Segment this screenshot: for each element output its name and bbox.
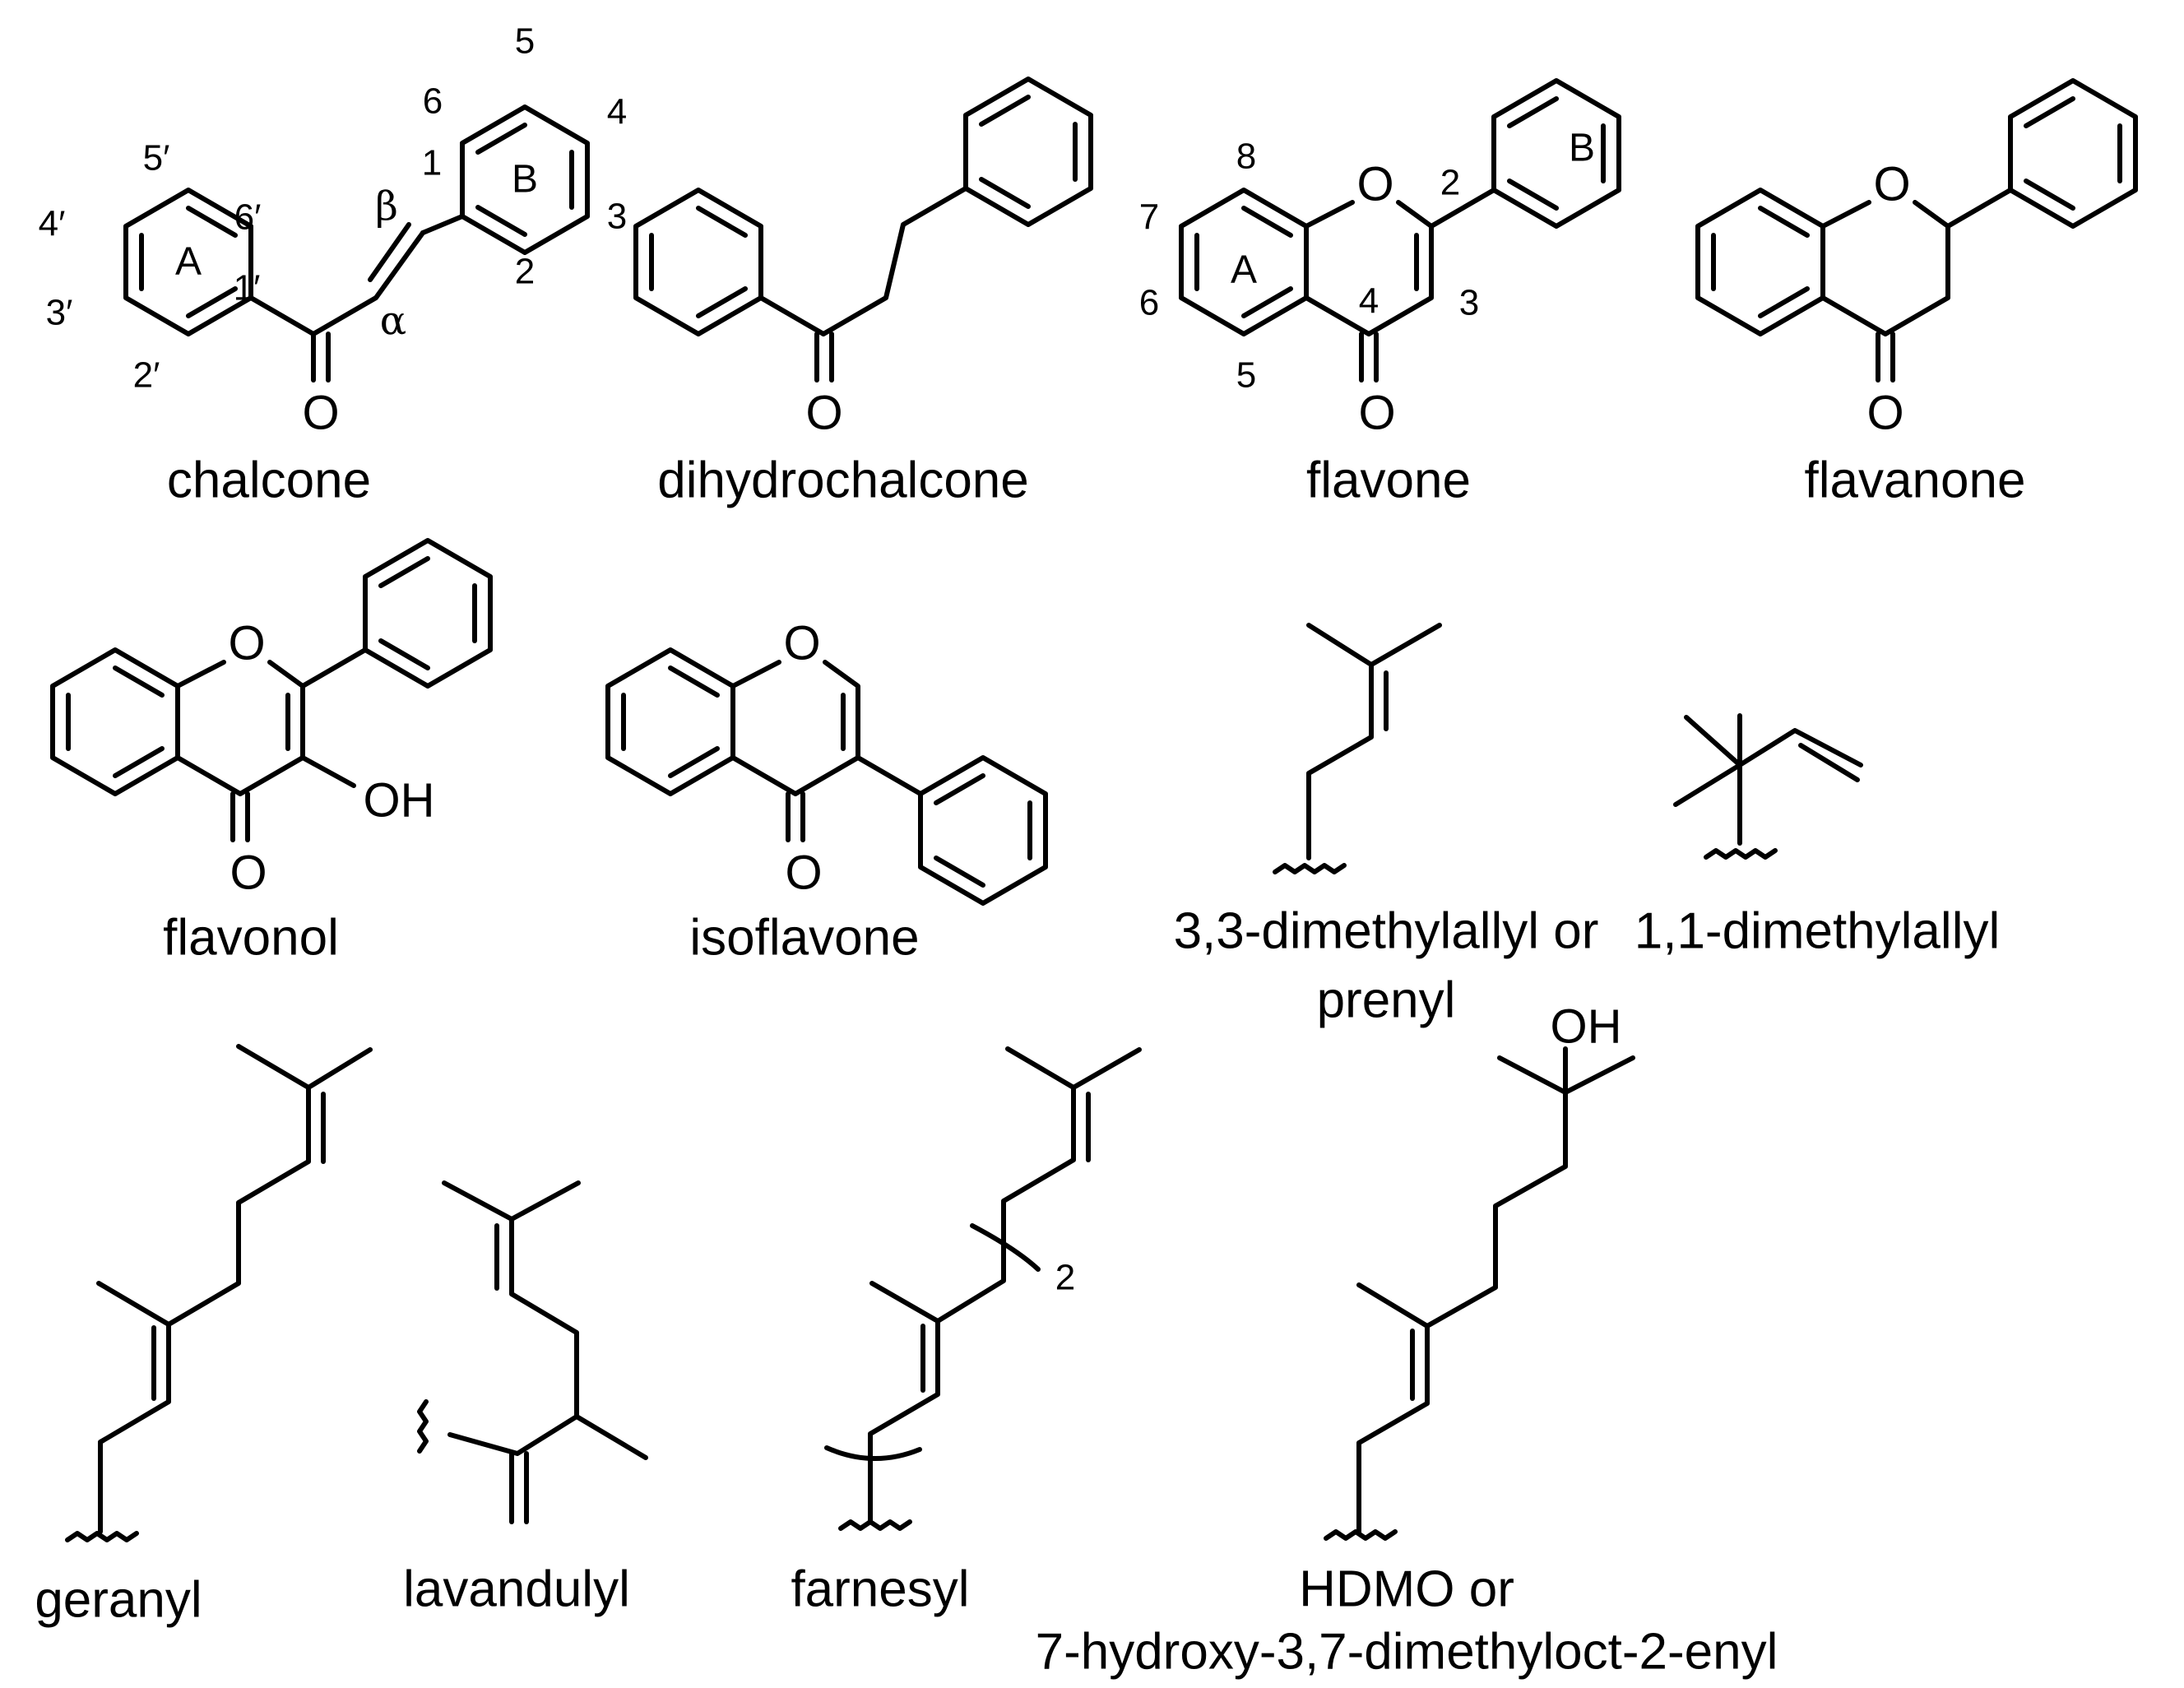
chalcone-carbonyl-oxygen: O — [302, 387, 339, 440]
dihydrochalcone-carbonyl-oxygen: O — [805, 387, 842, 440]
hdmo-structure — [1324, 1046, 1635, 1541]
chalcone-position-4p: 4′ — [39, 204, 66, 244]
chalcone-position-4: 4 — [607, 92, 627, 132]
lavandulyl-structure — [417, 1180, 648, 1524]
chalcone-ring-a-label: A — [175, 240, 202, 284]
flavonol-hydroxyl: OH — [364, 774, 435, 828]
flavone-ring-b-label: B — [1569, 127, 1595, 170]
hdmo-name-line1: HDMO or — [1299, 1561, 1514, 1618]
flavone-ring-oxygen: O — [1356, 158, 1393, 211]
flavonol-structure — [50, 538, 493, 842]
isoflavone-ring-oxygen: O — [783, 617, 820, 670]
chalcone-name: chalcone — [167, 452, 371, 509]
chalcone-position-3p: 3′ — [46, 293, 73, 333]
flavanone-name: flavanone — [1805, 452, 2026, 509]
chalcone-beta-label: β — [375, 183, 398, 230]
geranyl-structure — [65, 1044, 373, 1542]
chalcone-structure — [123, 104, 590, 383]
farnesyl-structure — [824, 1046, 1142, 1531]
flavone-position-2: 2 — [1440, 163, 1460, 203]
flavanone-structure — [1695, 78, 2138, 383]
flavone-structure — [1179, 78, 1621, 383]
prenyl-name-line1: 3,3-dimethylallyl or — [1174, 903, 1599, 960]
flavone-position-6: 6 — [1139, 283, 1159, 323]
chalcone-position-1p: 1′ — [234, 268, 261, 308]
dimethylallyl-11-name: 1,1-dimethylallyl — [1635, 903, 2001, 960]
isoflavone-structure — [605, 647, 1048, 906]
flavone-position-8: 8 — [1236, 137, 1256, 177]
flavonol-name: flavonol — [163, 910, 339, 967]
flavone-position-5: 5 — [1236, 355, 1256, 396]
flavonol-ring-oxygen: O — [228, 617, 265, 670]
flavone-position-7: 7 — [1139, 197, 1159, 238]
farnesyl-name: farnesyl — [791, 1561, 969, 1618]
chalcone-position-5p: 5′ — [143, 138, 170, 179]
hdmo-hydroxyl: OH — [1551, 1000, 1622, 1054]
isoflavone-carbonyl-oxygen: O — [785, 846, 822, 900]
prenyl-structure — [1273, 623, 1442, 874]
flavanone-carbonyl-oxygen: O — [1866, 387, 1903, 440]
flavone-position-3: 3 — [1459, 283, 1479, 323]
flavone-carbonyl-oxygen: O — [1358, 387, 1395, 440]
geranyl-name: geranyl — [35, 1572, 202, 1629]
chalcone-position-2: 2 — [515, 252, 535, 292]
chalcone-position-1: 1 — [422, 143, 442, 183]
prenyl-name-line2: prenyl — [1317, 972, 1456, 1029]
chalcone-position-5: 5 — [515, 21, 535, 62]
flavanone-ring-oxygen: O — [1873, 158, 1910, 211]
chalcone-alpha-label: α — [380, 298, 406, 344]
chalcone-ring-b-label: B — [512, 158, 538, 202]
farnesyl-repeat-subscript: 2 — [1055, 1258, 1075, 1298]
lavandulyl-name: lavandulyl — [403, 1561, 630, 1618]
hdmo-name-line2: 7-hydroxy-3,7-dimethyloct-2-enyl — [1036, 1624, 1778, 1681]
flavone-name: flavone — [1306, 452, 1471, 509]
chalcone-position-6: 6 — [423, 81, 443, 122]
flavone-position-4: 4 — [1359, 281, 1379, 322]
dihydrochalcone-name: dihydrochalcone — [657, 452, 1029, 509]
chalcone-position-3: 3 — [607, 197, 627, 237]
chalcone-position-6p: 6′ — [234, 197, 262, 238]
flavone-ring-a-label: A — [1231, 248, 1257, 292]
dihydrochalcone-structure — [633, 77, 1093, 383]
flavonol-carbonyl-oxygen: O — [230, 846, 267, 900]
dimethylallyl-11-structure — [1673, 713, 1863, 860]
chalcone-position-2p: 2′ — [133, 355, 160, 396]
isoflavone-name: isoflavone — [689, 910, 919, 967]
